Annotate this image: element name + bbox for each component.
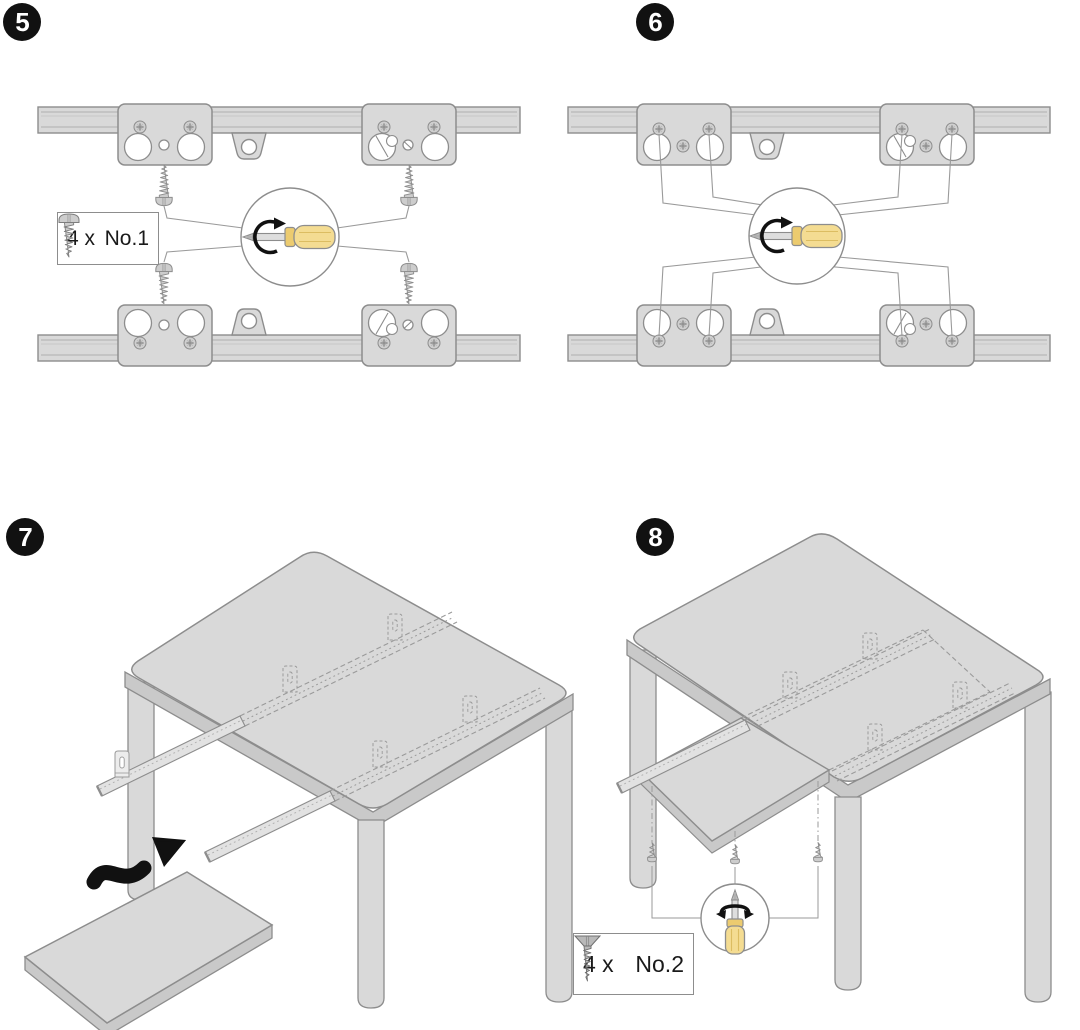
parts-label-no2: 4 x No.2 [573,933,694,995]
rail-tab [749,132,785,160]
pan-head-screw-icon [58,213,80,258]
mounting-bracket [118,104,212,165]
screwdriver-callout [700,883,770,956]
parts-label-no1: 4 x No.1 [57,212,159,265]
table-top [633,533,1044,782]
mounting-bracket [637,305,731,366]
callout-lines [658,133,953,337]
rail-tab [231,132,267,160]
table-leg [629,649,657,889]
step-7-badge: 7 [6,518,44,556]
rail-tab [749,308,785,336]
drawer-slides-ghost [740,628,1016,782]
table-leg [545,707,573,1003]
screw-leader-lines [651,781,819,919]
parts-code: No.1 [104,226,149,250]
mounting-bracket [362,305,456,366]
mounting-bracket [637,104,731,165]
screw [400,164,418,207]
table [626,533,1052,1003]
parts-quantity: 4 x [67,226,96,250]
screw [813,842,823,863]
table-top-edge [124,670,574,829]
table-top-edge [626,638,1051,803]
mounting-bracket [362,104,456,165]
rail-tab [231,308,267,336]
mounting-bracket [880,104,974,165]
shelf-board [23,871,274,1030]
step-7-diagram [23,551,574,1030]
table [124,551,574,1009]
step-6-badge: 6 [636,3,674,41]
screw [730,844,740,865]
screw [155,164,173,207]
screwdriver-callout [748,187,846,285]
screw [400,262,418,305]
step-5-diagram [37,104,521,366]
screwdriver-callout [240,187,340,287]
mounting-bracket [118,305,212,366]
step-8-badge: 8 [636,518,674,556]
table-leg [357,819,385,1009]
slide-bracket [114,750,130,778]
step-8-diagram [615,533,1052,1003]
step-6-diagram [567,104,1051,366]
extended-slides [95,715,336,863]
insert-direction-arrow-icon [86,837,186,890]
parts-code: No.2 [635,950,684,977]
mounting-bracket [880,305,974,366]
callout-lines [163,205,410,263]
step-5-badge: 5 [3,3,41,41]
table-leg [1024,691,1052,1003]
screw [155,262,173,305]
table-leg [834,796,862,991]
drawer-slides-ghost [239,611,546,802]
flat-head-screw-icon [574,935,601,982]
parts-quantity: 4 x [583,950,614,977]
table-top [131,551,567,809]
